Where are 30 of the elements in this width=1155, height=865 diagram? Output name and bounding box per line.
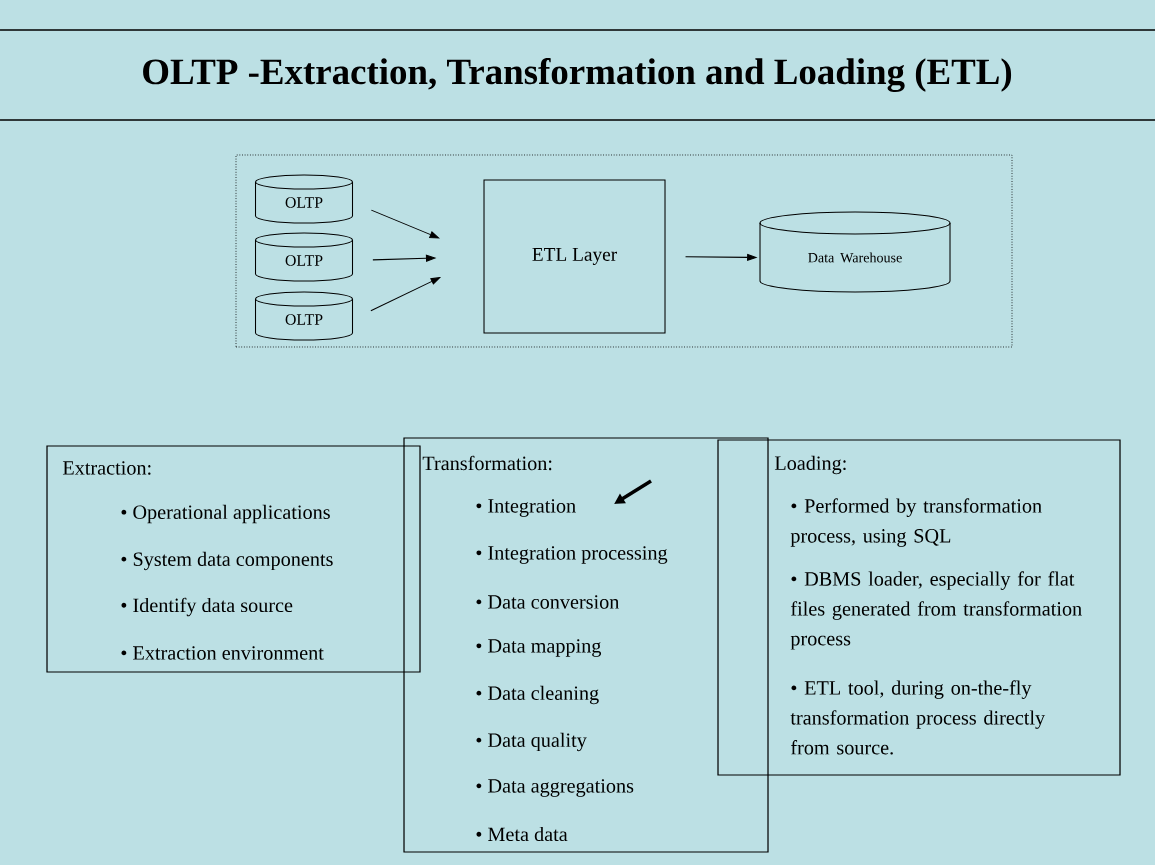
bullet-item: • Extraction environment	[121, 646, 324, 660]
process-box: ETL Layer	[483, 179, 666, 334]
database-cylinder: OLTP	[255, 174, 354, 224]
bullet-item: • Data quality	[476, 732, 587, 752]
node-label: OLTP	[285, 255, 323, 266]
bullet-item: • System data components	[121, 551, 333, 571]
title: OLTP -Extraction, Transformation and Loading (ETL)	[143, 57, 1012, 93]
bullet-item: • Data mapping	[476, 639, 602, 657]
bullet-item: • Integration	[476, 499, 576, 517]
arrow	[370, 209, 440, 239]
section-heading: Loading:	[774, 455, 846, 475]
bullet-item: • ETL tool, during on-the-fly transformation process directly from source.	[790, 680, 1046, 755]
node-label: Data Warehouse	[808, 252, 902, 263]
database-cylinder: Data Warehouse	[759, 211, 951, 293]
node-label: OLTP	[285, 197, 323, 208]
bullet-item: • Performed by transformation process, using SQL	[790, 498, 1042, 547]
section-heading: Extraction:	[62, 461, 151, 475]
bullet-item: • Data conversion	[476, 595, 620, 609]
bullet-item: • Meta data	[476, 826, 568, 842]
section-heading: Transformation:	[422, 455, 552, 471]
bullet-item: • Operational applications	[121, 504, 330, 524]
bullet-item: • Data aggregations	[476, 779, 634, 797]
database-cylinder: OLTP	[255, 291, 354, 341]
bullet-item: • Integration processing	[476, 546, 668, 564]
bullet-item: • Identify data source	[121, 597, 293, 617]
node-label: OLTP	[285, 314, 323, 325]
database-cylinder: OLTP	[255, 232, 354, 282]
dotted-frame	[235, 154, 1013, 348]
bullet-item: • DBMS loader, especially for flat files generated from transformation process	[790, 571, 1082, 650]
bullet-item: • Data cleaning	[476, 685, 599, 705]
